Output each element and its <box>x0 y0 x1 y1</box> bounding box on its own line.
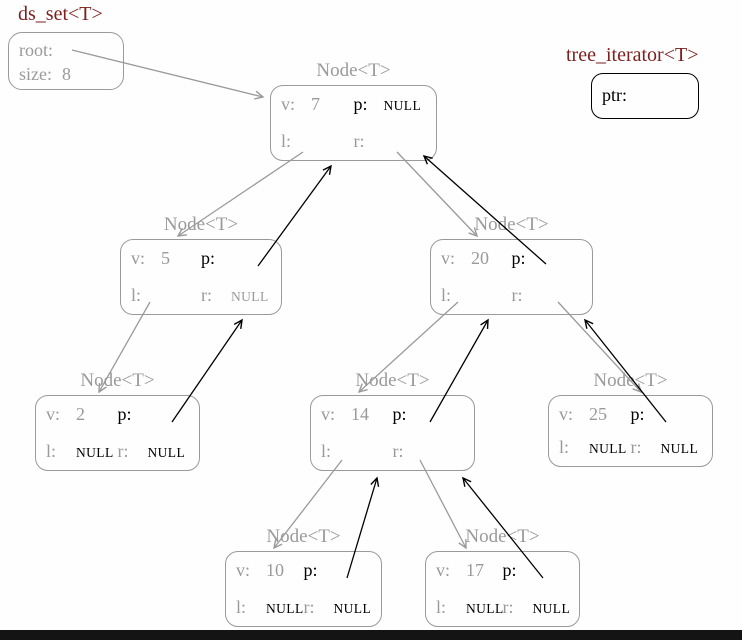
v-value: 14 <box>351 404 369 424</box>
tree-node-7: Node<T> v: 7 p: NULL l: r: <box>270 60 437 161</box>
window-bottom-edge <box>0 630 742 640</box>
tree-node-17: Node<T> v:17 p: l:NULL r:NULL <box>425 526 580 627</box>
v-value: 2 <box>76 404 85 424</box>
size-value: 8 <box>62 64 71 84</box>
p-value: NULL <box>383 98 422 113</box>
p-label: p: <box>201 248 216 268</box>
v-label: v: <box>236 560 251 580</box>
v-label: v: <box>281 94 296 114</box>
p-label: p: <box>511 248 526 268</box>
node-box: v:25 p: l:NULL r:NULL <box>548 395 713 467</box>
tree-node-14: Node<T> v: 14 p: l: r: <box>310 370 475 471</box>
v-label: v: <box>559 404 574 424</box>
node-type-label: Node<T> <box>474 214 549 235</box>
p-label: p: <box>502 560 517 580</box>
r-value: NULL <box>231 289 269 304</box>
p-label: p: <box>117 404 132 424</box>
r-value: NULL <box>660 441 699 456</box>
l-label: l: <box>436 597 447 617</box>
r-value: NULL <box>532 601 571 616</box>
node-type-label: Node<T> <box>316 60 391 81</box>
v-label: v: <box>441 248 456 268</box>
r-label: r: <box>511 285 523 305</box>
r-label: r: <box>630 437 642 457</box>
r-label: r: <box>303 597 315 617</box>
node-box: v:10 p: l:NULL r:NULL <box>225 551 382 627</box>
v-label: v: <box>321 404 336 424</box>
node-type-label: Node<T> <box>465 526 540 547</box>
tree-node-25: Node<T> v:25 p: l:NULL r:NULL <box>548 370 713 467</box>
l-value: NULL <box>589 441 627 456</box>
size-label: size: <box>19 64 52 84</box>
node-box: v:17 p: l:NULL r:NULL <box>425 551 580 627</box>
ds-set-box: root: size: 8 <box>8 32 124 90</box>
r-label: r: <box>117 441 129 461</box>
node-box: v: 20 p: l: r: <box>430 239 593 315</box>
tree-iterator-box: ptr: <box>591 73 699 119</box>
tree-node-10: Node<T> v:10 p: l:NULL r:NULL <box>225 526 382 627</box>
node-box: v: 5 p: l: r: NULL <box>120 239 282 315</box>
p-label: p: <box>303 560 318 580</box>
v-value: 17 <box>466 560 484 580</box>
ds-set-title: ds_set<T> <box>18 3 103 25</box>
p-label: p: <box>353 94 368 114</box>
r-label: r: <box>502 597 514 617</box>
l-label: l: <box>441 285 452 305</box>
v-value: 5 <box>161 248 170 268</box>
ptr-label: ptr: <box>602 85 627 105</box>
node-type-label: Node<T> <box>163 214 239 235</box>
r-label: r: <box>392 441 404 461</box>
node-box: v: 14 p: l: r: <box>310 395 475 471</box>
tree-node-20: Node<T> v: 20 p: l: r: <box>430 214 593 315</box>
node-type-label: Node<T> <box>80 370 155 391</box>
size-field: size: 8 <box>19 62 113 86</box>
root-field: root: <box>19 38 113 62</box>
l-label: l: <box>46 441 57 461</box>
node-type-label: Node<T> <box>266 526 341 547</box>
p-label: p: <box>392 404 407 424</box>
root-label: root: <box>19 40 53 60</box>
l-label: l: <box>131 285 142 305</box>
l-value: NULL <box>266 601 304 616</box>
v-value: 10 <box>266 560 284 580</box>
l-label: l: <box>236 597 247 617</box>
r-value: NULL <box>333 601 372 616</box>
node-type-label: Node<T> <box>355 370 430 391</box>
v-label: v: <box>131 248 146 268</box>
v-label: v: <box>46 404 61 424</box>
tree-node-2: Node<T> v:2 p: l:NULL r:NULL <box>35 370 200 471</box>
tree-iterator-title: tree_iterator<T> <box>566 44 699 66</box>
v-value: 25 <box>589 404 607 424</box>
node-box: v: 7 p: NULL l: r: <box>270 85 437 161</box>
r-label: r: <box>201 285 212 305</box>
r-value: NULL <box>147 445 186 460</box>
v-value: 7 <box>311 94 320 114</box>
l-label: l: <box>281 131 292 151</box>
p-label: p: <box>630 404 645 424</box>
l-value: NULL <box>76 445 114 460</box>
ptr-field: ptr: <box>602 83 688 107</box>
v-label: v: <box>436 560 451 580</box>
l-label: l: <box>321 441 332 461</box>
node-box: v:2 p: l:NULL r:NULL <box>35 395 200 471</box>
tree-node-5: Node<T> v: 5 p: l: r: NULL <box>120 214 282 315</box>
v-value: 20 <box>471 248 489 268</box>
l-value: NULL <box>466 601 504 616</box>
l-label: l: <box>559 437 570 457</box>
r-label: r: <box>353 131 365 151</box>
node-type-label: Node<T> <box>593 370 668 391</box>
